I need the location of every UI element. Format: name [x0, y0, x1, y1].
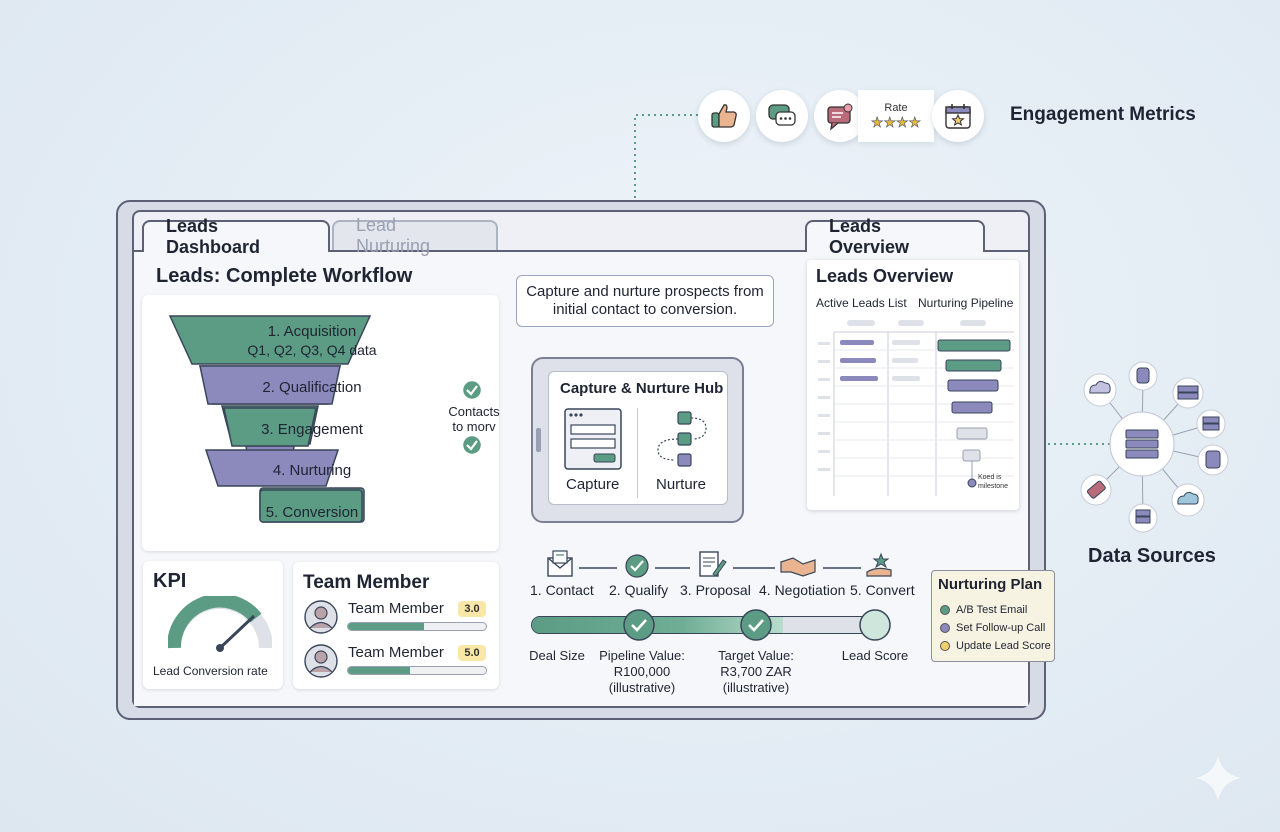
progress-fill-0 [348, 623, 424, 630]
deal-progress-track [531, 616, 881, 634]
hub-divider [637, 408, 638, 498]
lead-score-label: Lead Score [841, 648, 909, 663]
tab-lead-nurturing[interactable]: Lead Nurturing [332, 215, 498, 256]
funnel-stage-nurturing: 4. Nurturing [272, 462, 352, 479]
capture-form-icon [564, 408, 622, 470]
funnel-stage-acquisition-sub: Q1, Q2, Q3, Q4 data [247, 342, 377, 358]
process-step-qualify: 2. Qualify [609, 582, 669, 598]
handshake-icon [780, 557, 816, 577]
lead-score-end-marker [859, 609, 891, 641]
nurturing-pipeline-label: Nurturing Pipeline [918, 296, 1014, 310]
check-circle-icon [623, 609, 655, 641]
process-step-contact: 1. Contact [530, 582, 594, 598]
plan-item[interactable]: Set Follow-up Call [940, 622, 1045, 634]
team-member-score: 3.0 [458, 601, 486, 617]
team-member-name: Team Member [348, 600, 444, 617]
status-dot [940, 641, 950, 651]
leads-overview-title: Leads Overview [816, 266, 954, 286]
check-icon [625, 554, 649, 578]
status-dot [940, 623, 950, 633]
message-heart-icon[interactable] [814, 90, 866, 142]
team-member-progress [347, 622, 487, 631]
funnel-stage-engagement: 3. Engagement [261, 421, 363, 438]
team-member-name: Team Member [348, 644, 444, 661]
star-rating-icon: ★★★★ [870, 113, 922, 130]
funnel-stage-acquisition: 1. Acquisition [267, 323, 357, 340]
thumbs-up-icon[interactable] [698, 90, 750, 142]
team-title: Team Member [303, 572, 430, 593]
check-circle-icon [740, 609, 772, 641]
plan-item-label: Update Lead Score [956, 640, 1051, 652]
milestone-note: Koed is milestone [978, 474, 1008, 490]
server-icon [1125, 429, 1159, 459]
process-step-convert: 5. Convert [850, 582, 915, 598]
tab-leads-dashboard[interactable]: Leads Dashboard [142, 216, 330, 257]
avatar [304, 600, 338, 634]
rating-widget[interactable]: Rate ★★★★ [858, 90, 934, 142]
plan-item[interactable]: Update Lead Score [940, 640, 1051, 652]
callout-text: Capture and nurture prospects from initi… [516, 275, 774, 327]
convert-hand-star-icon [866, 552, 892, 577]
nurturing-plan-card [931, 570, 1055, 662]
nurturing-plan-title: Nurturing Plan [938, 576, 1043, 593]
hub-capture-label: Capture [566, 476, 620, 493]
pipeline-value-label: Pipeline Value: R100,000 (illustrative) [599, 648, 685, 695]
nurture-flow-icon [657, 411, 707, 467]
kpi-caption: Lead Conversion rate [153, 664, 268, 678]
target-value-label: Target Value: R3,700 ZAR (illustrative) [718, 648, 794, 695]
workflow-title: Leads: Complete Workflow [156, 265, 413, 287]
engagement-metrics-title: Engagement Metrics [1010, 104, 1196, 125]
hub-side-button [536, 428, 541, 452]
hub-title: Capture & Nurture Hub [560, 380, 724, 397]
process-step-negotiation: 4. Negotiation [759, 582, 846, 598]
leads-table-graphic [818, 320, 1014, 496]
envelope-icon [547, 550, 573, 577]
tab-leads-overview[interactable]: Leads Overview [805, 216, 985, 257]
rate-label: Rate [884, 101, 908, 114]
check-circle-icon [461, 379, 483, 401]
status-dot [940, 605, 950, 615]
progress-fill-1 [348, 667, 411, 674]
funnel-stage-qualification: 2. Qualification [262, 379, 362, 396]
kpi-title: KPI [153, 570, 187, 592]
contacts-note: Contacts to morv [448, 404, 500, 434]
active-leads-list-label: Active Leads List [816, 296, 907, 310]
plan-item-label: A/B Test Email [956, 604, 1028, 616]
process-icons [547, 550, 892, 578]
funnel-shapes [199, 365, 363, 523]
sparkle-logo-icon [1191, 751, 1245, 805]
funnel-stage-conversion: 5. Conversion [265, 504, 359, 521]
chat-bubbles-icon[interactable] [756, 90, 808, 142]
plan-item-label: Set Follow-up Call [956, 622, 1046, 634]
hub-nurture-label: Nurture [656, 476, 707, 493]
kpi-gauge [168, 596, 272, 652]
check-circle-icon [461, 434, 483, 456]
deal-size-label: Deal Size [529, 648, 585, 663]
process-step-proposal: 3. Proposal [680, 582, 751, 598]
avatar [304, 644, 338, 678]
team-member-score: 5.0 [458, 645, 486, 661]
plan-item[interactable]: A/B Test Email [940, 604, 1027, 616]
deal-progress-fill [532, 617, 783, 633]
data-sources-graphic [1080, 361, 1229, 533]
team-member-progress [347, 666, 487, 675]
data-sources-title: Data Sources [1088, 545, 1216, 567]
proposal-doc-icon [699, 551, 727, 577]
calendar-star-icon[interactable] [932, 90, 984, 142]
